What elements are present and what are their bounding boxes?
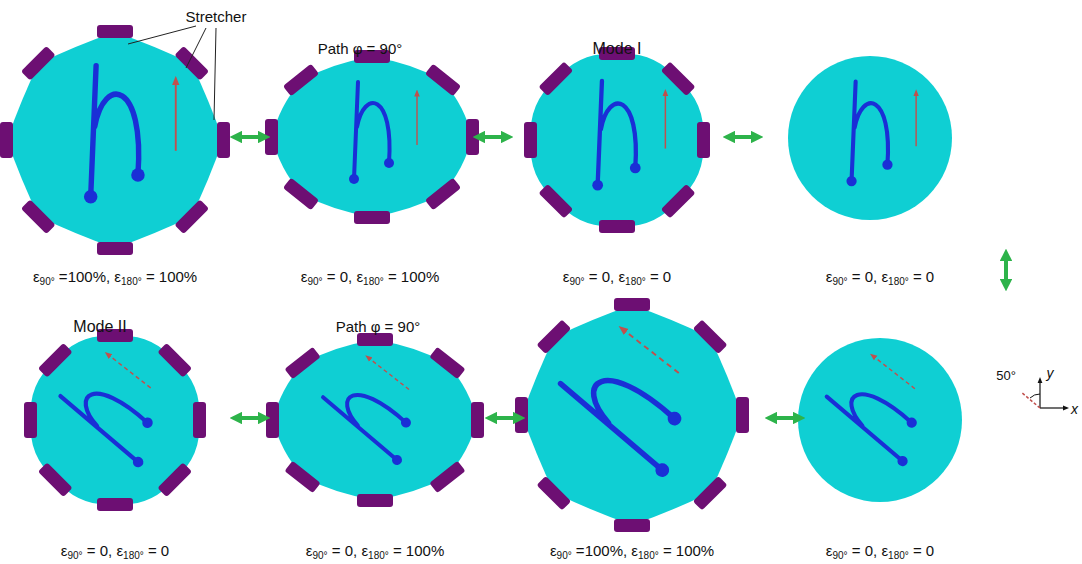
membrane-unit: [798, 338, 962, 502]
stretcher: [266, 402, 279, 438]
membrane-unit: [524, 47, 710, 233]
stretcher: [265, 119, 278, 155]
direction-arrow: [622, 329, 678, 373]
stretcher: [283, 178, 319, 211]
direction-arrow: [665, 93, 667, 149]
stretcher: [537, 476, 572, 511]
stretcher: [38, 343, 73, 378]
ribbon: [592, 81, 665, 191]
strain-label: ε90° = 0, ε180° = 0: [826, 268, 934, 286]
stretcher: [537, 320, 572, 355]
stretcher: [524, 122, 537, 158]
stretcher: [425, 64, 461, 97]
stretcher: [157, 343, 192, 378]
stretcher: [174, 46, 209, 81]
ribbon: [84, 66, 176, 204]
stretcher: [429, 347, 465, 379]
caption-label: y: [1047, 364, 1054, 382]
membrane: [798, 338, 962, 502]
stretcher: [515, 397, 528, 433]
membrane: [273, 340, 477, 500]
membrane: [522, 305, 742, 525]
direction-arrow: [416, 93, 417, 145]
caption-label: 50°: [996, 367, 1016, 385]
caption-label: Mode II: [73, 318, 126, 336]
stretcher: [661, 62, 696, 97]
stretcher: [693, 476, 728, 511]
stretcher: [97, 25, 133, 38]
stretcher: [283, 64, 319, 97]
membrane-unit: [515, 298, 749, 532]
direction-arrow: [873, 356, 915, 389]
strain-label: ε90° =100%, ε180° = 100%: [33, 268, 197, 286]
stretcher: [38, 462, 73, 497]
stretcher: [693, 320, 728, 355]
stretcher: [614, 519, 650, 532]
caption-label: Path φ = 90°: [336, 318, 421, 336]
leader-lines: [128, 26, 216, 120]
strain-label: ε90° = 0, ε180° = 100%: [301, 268, 439, 286]
stretcher: [425, 178, 461, 211]
stretcher: [157, 462, 192, 497]
direction-arrow: [915, 93, 916, 146]
callout-label: Stretcher: [186, 8, 247, 26]
stretcher: [466, 119, 479, 155]
membrane-unit: [788, 56, 952, 220]
stretcher: [614, 298, 650, 311]
stretcher: [97, 242, 133, 255]
stretcher: [174, 199, 209, 234]
strain-label: ε90° = 0, ε180° = 100%: [306, 542, 444, 560]
stretcher: [97, 498, 133, 511]
stretcher: [471, 402, 484, 438]
direction-arrow: [175, 81, 177, 151]
caption-label: Mode I: [593, 40, 642, 58]
membrane: [7, 32, 223, 248]
stretcher: [697, 122, 710, 158]
stretcher: [217, 122, 230, 158]
ribbon: [821, 349, 946, 468]
stretcher: [21, 199, 56, 234]
stretcher: [539, 62, 574, 97]
stretcher: [429, 461, 465, 493]
strain-label: ε90° = 0, ε180° = 0: [61, 542, 169, 560]
strain-label: ε90° = 0, ε180° = 0: [826, 542, 934, 560]
membrane: [531, 54, 704, 227]
stretcher: [736, 397, 749, 433]
transition-arrows: [236, 137, 1006, 418]
direction-arrow: [368, 357, 409, 389]
ribbon: [317, 351, 439, 467]
membrane-unit: [266, 333, 484, 507]
caption-label: x: [1071, 400, 1078, 418]
stretcher: [24, 402, 37, 438]
stretcher: [354, 211, 390, 224]
membrane: [31, 336, 200, 505]
stretcher: [539, 184, 574, 219]
stretcher: [661, 184, 696, 219]
membrane-unit: [0, 25, 230, 255]
stretcher: [0, 122, 13, 158]
stretcher: [599, 220, 635, 233]
stretcher: [357, 494, 393, 507]
membrane: [788, 56, 952, 220]
stretcher: [193, 402, 206, 438]
ribbon: [349, 82, 417, 184]
membrane: [272, 57, 472, 217]
direction-arrow: [108, 354, 151, 388]
axes: [1021, 380, 1066, 408]
membrane-unit: [265, 50, 479, 224]
stretcher: [284, 461, 320, 493]
ribbon: [55, 347, 183, 469]
stretcher: [21, 46, 56, 81]
caption-label: Path φ = 90°: [318, 40, 403, 58]
strain-label: ε90° =100%, ε180° = 100%: [550, 542, 714, 560]
stretcher: [284, 347, 320, 379]
membrane-unit: [24, 329, 206, 511]
ribbon: [553, 320, 721, 480]
strain-label: ε90° = 0, ε180° = 0: [563, 268, 671, 286]
ribbon: [846, 82, 916, 187]
